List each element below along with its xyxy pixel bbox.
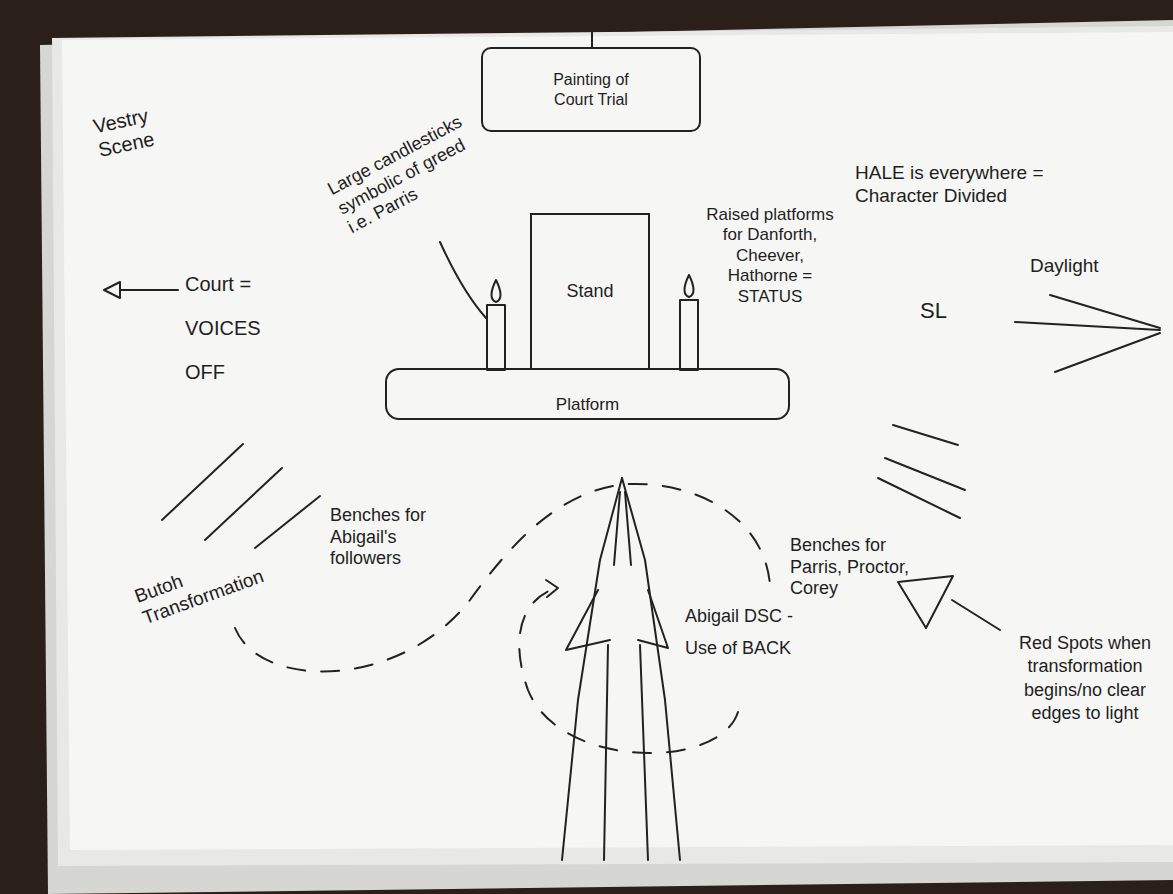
bench-line bbox=[878, 478, 960, 518]
bench-line bbox=[885, 458, 965, 490]
candle-flame bbox=[492, 280, 501, 302]
paper-sheet bbox=[62, 32, 1173, 850]
note-text: Benches for Parris, Proctor, Corey bbox=[790, 535, 925, 600]
hands-outline bbox=[604, 645, 608, 860]
hands-outline bbox=[625, 492, 631, 565]
light-ray bbox=[1015, 322, 1160, 330]
bench-line bbox=[255, 496, 320, 548]
light-ray bbox=[1050, 295, 1160, 328]
note-text: Court = VOICES OFF bbox=[185, 262, 275, 394]
note-text: Benches for Abigail's followers bbox=[330, 505, 470, 570]
spotlight-symbol bbox=[898, 576, 953, 628]
hands-outline bbox=[562, 478, 622, 860]
bench-line bbox=[205, 468, 282, 540]
paper-sheet bbox=[40, 20, 1173, 894]
note-text: Raised platforms for Danforth, Cheever, … bbox=[705, 205, 835, 307]
leader-line bbox=[440, 242, 486, 318]
light-ray bbox=[1055, 333, 1160, 372]
stand-box: Stand bbox=[530, 213, 650, 370]
hands-outline bbox=[622, 478, 680, 860]
node-text: Stand bbox=[566, 281, 613, 303]
hands-outline bbox=[614, 492, 620, 565]
candlestick bbox=[487, 305, 505, 370]
arrow-head bbox=[104, 282, 120, 298]
note-text: Red Spots when transformation begins/no … bbox=[1005, 632, 1165, 726]
tick-line bbox=[591, 22, 593, 47]
direction-label: Daylight bbox=[1030, 255, 1140, 278]
painting-box: Painting of Court Trial bbox=[481, 47, 701, 132]
bench-line bbox=[893, 425, 958, 445]
arrow-head bbox=[546, 580, 558, 597]
candlestick bbox=[680, 300, 698, 370]
sleeve-cuff bbox=[566, 590, 610, 650]
node-text: Platform bbox=[556, 395, 619, 415]
note-text: HALE is everywhere = Character Divided bbox=[855, 162, 1045, 208]
stage-left-label: SL bbox=[920, 298, 970, 324]
leader-line bbox=[952, 600, 1000, 630]
note-text: Abigail DSC - Use of BACK bbox=[685, 600, 810, 665]
bench-line bbox=[162, 444, 243, 520]
sleeve-cuff bbox=[638, 590, 668, 648]
candle-flame bbox=[685, 275, 694, 297]
platform-box: Platform bbox=[385, 368, 790, 420]
node-text: Painting of Court Trial bbox=[536, 70, 646, 108]
paper-sheet bbox=[52, 26, 1173, 866]
hands-outline bbox=[640, 645, 648, 860]
arrow-line bbox=[120, 289, 178, 291]
